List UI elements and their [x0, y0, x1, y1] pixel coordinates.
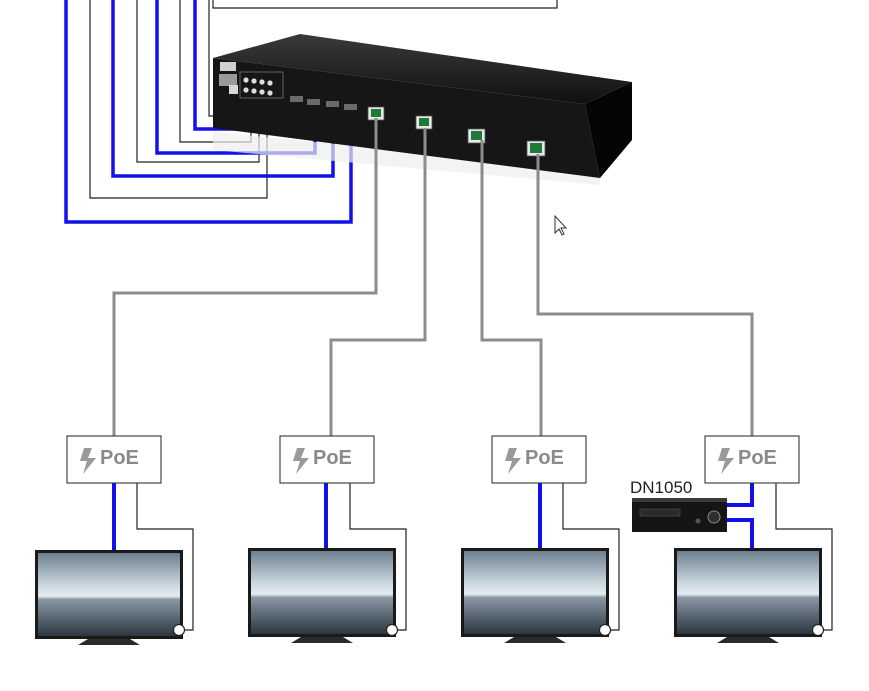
- poe-label: PoE: [100, 447, 139, 469]
- network-cable-3: [480, 140, 543, 436]
- poe-box-3: PoE: [491, 435, 587, 484]
- poe-box-4: PoE: [704, 435, 800, 484]
- lightning-icon: [293, 448, 309, 474]
- hdmi-input-ports: [290, 96, 357, 110]
- control-wire-b: [349, 483, 407, 631]
- ir-sensor-icon: [598, 623, 612, 637]
- hdmi-cable-4a: [727, 483, 754, 507]
- usb-port: [220, 62, 236, 71]
- rj45-output-ports: [367, 106, 546, 157]
- lightning-icon: [505, 448, 521, 474]
- hdmi-matrix-switch: [213, 34, 632, 185]
- hdmi-cables-bottom: [112, 483, 754, 551]
- lightning-icon: [718, 448, 734, 474]
- hdmi-wire-1: [64, 0, 353, 224]
- hdmi-cable-4b: [727, 518, 754, 549]
- poe-label: PoE: [525, 447, 564, 469]
- av-receiver: DN1050: [630, 478, 727, 532]
- control-wire-5: [212, 0, 558, 9]
- switch-side-face: [585, 82, 632, 178]
- network-cables: [112, 118, 754, 436]
- control-wire-d: [775, 483, 833, 631]
- network-cable-4: [536, 154, 754, 436]
- ir-sensor-icon: [385, 623, 399, 637]
- poe-label: PoE: [313, 447, 352, 469]
- display-4: [674, 548, 825, 643]
- control-wire-a: [136, 483, 194, 631]
- lan-port-small: [229, 85, 238, 94]
- poe-box-2: PoE: [279, 435, 375, 484]
- display-1: [35, 550, 186, 645]
- display-2: [248, 548, 399, 643]
- ir-sensor-icon: [811, 623, 825, 637]
- mouse-cursor-icon: [554, 214, 568, 236]
- network-cable-1: [112, 118, 378, 436]
- switch-front-face: [213, 58, 600, 178]
- lightning-icon: [80, 448, 96, 474]
- ir-sensor-icon: [172, 623, 186, 637]
- receiver-label: DN1050: [630, 478, 692, 497]
- switch-top-face: [213, 34, 632, 104]
- control-wire-c: [562, 483, 620, 631]
- network-cable-2: [329, 128, 427, 436]
- rs232-port: [219, 74, 237, 86]
- display-3: [461, 548, 612, 643]
- poe-label: PoE: [738, 447, 777, 469]
- control-wires-bottom: [136, 483, 833, 631]
- poe-box-1: PoE: [66, 435, 162, 484]
- ir-ports: [243, 77, 273, 96]
- ir-panel-outline: [239, 71, 284, 99]
